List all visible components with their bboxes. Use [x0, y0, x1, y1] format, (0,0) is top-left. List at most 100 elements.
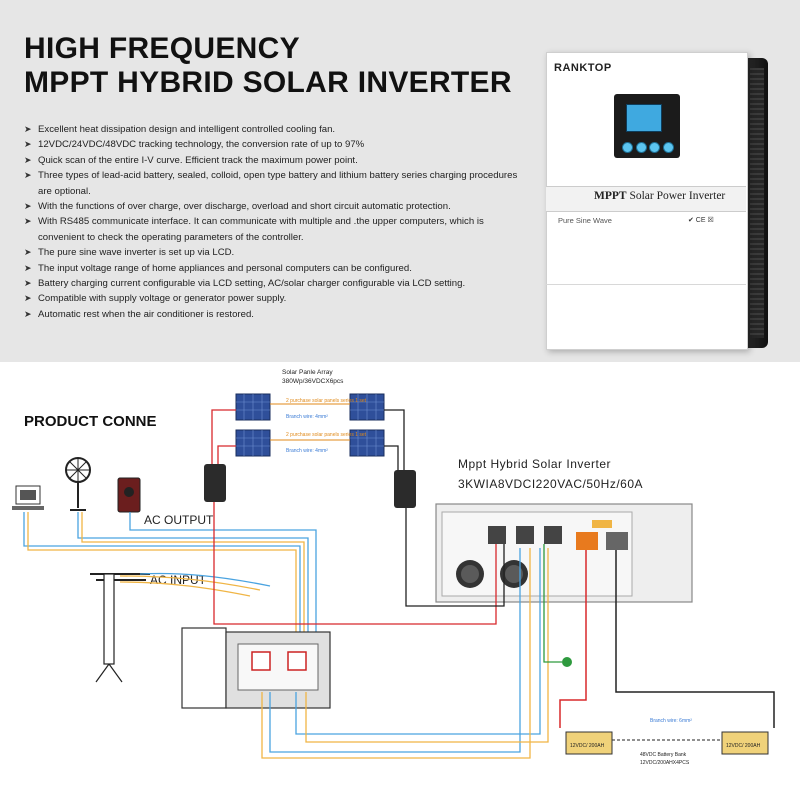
breaker-switch-icon [287, 651, 307, 671]
ac-input-wire-yellow [119, 575, 261, 597]
ac-output-wire-blue [23, 512, 317, 644]
ground-wire [543, 544, 562, 663]
feature-text: The input voltage range of home applianc… [38, 262, 412, 274]
battery-bank-label-1: 48VDC Battery Bank [640, 752, 687, 758]
feature-item: ➤ 12VDC/24VDC/48VDC tracking technology, … [24, 137, 529, 152]
title-line-2: MPPT HYBRID SOLAR INVERTER [24, 66, 512, 99]
series-note-1: 2 purchase solar panels series 1 set [286, 398, 367, 404]
feature-item: ➤ Compatible with supply voltage or gener… [24, 291, 529, 306]
ac-output-wire-yellow [27, 512, 305, 652]
battery-negative-wire [615, 550, 775, 728]
feature-item: ➤ The input voltage range of home applian… [24, 261, 529, 276]
array-label-1: Solar Panle Array [282, 369, 333, 376]
battery-branch-wire: Branch wire: 6mm² [650, 718, 692, 724]
battery-terminal-icon [606, 532, 628, 550]
panel-grid-lines [236, 394, 384, 456]
panel-button-icon [662, 142, 674, 153]
box-door [181, 627, 227, 709]
feature-text: Automatic rest when the air conditioner … [38, 308, 254, 320]
computer-keyboard [12, 506, 44, 510]
ac-output-label: AC OUTPUT [144, 513, 214, 527]
feature-text: Excellent heat dissipation design and in… [38, 124, 336, 135]
diagram-heading: PRODUCT CONNE [24, 413, 157, 430]
feature-item: ➤Battery charging current configurable v… [24, 276, 529, 291]
inverter-heatsink [746, 58, 768, 348]
grid-wire-yellow [261, 548, 549, 759]
arrow-bullet-icon: ➤ [24, 139, 32, 150]
terminal-block-icon [516, 526, 534, 544]
pv-negative-wire [405, 508, 505, 607]
device-subtitle: Pure Sine Wave [558, 216, 612, 225]
panel-button-icon [649, 142, 661, 153]
panel-button-icon [622, 142, 633, 153]
terminal-block-icon [544, 526, 562, 544]
ground-icon [562, 657, 572, 667]
arrow-bullet-icon: ➤ [24, 154, 32, 165]
grid-wire-blue [269, 548, 541, 753]
feature-item: ➤ Three types of lead-acid battery, seale… [24, 168, 529, 199]
header-section: HIGH FREQUENCY MPPT HYBRID SOLAR INVERTE… [0, 0, 800, 362]
fan-hub [505, 565, 523, 583]
mc4-connector-icon [204, 464, 226, 502]
feature-text: 12VDC/24VDC/48VDC tracking technology, t… [38, 139, 365, 151]
battery-left-label: 12VDC/ 200AH [570, 743, 605, 749]
ac-input-wire-blue [139, 572, 271, 587]
battery-icon [565, 731, 613, 755]
mc4-connector-icon [394, 470, 416, 508]
certification-marks: ✔ CE ☒ [688, 217, 714, 224]
inverter-title: Mppt Hybrid Solar Inverter [458, 457, 611, 471]
breaker-switch-icon [251, 651, 271, 671]
feature-item: ➤Quick scan of the entire I-V curve. Eff… [24, 153, 529, 168]
connection-diagram: PRODUCT CONNE Solar Panle Array 380Wp/36… [0, 362, 800, 800]
arrow-bullet-icon: ➤ [24, 308, 32, 319]
control-buttons [622, 142, 674, 153]
arrow-bullet-icon: ➤ [24, 216, 32, 227]
inverter-rear-view [435, 503, 693, 603]
feature-text: With the functions of over charge, over … [38, 201, 451, 213]
feature-text: The pure sine wave inverter is set up vi… [38, 247, 235, 259]
feature-text: Three types of lead-acid battery, sealed… [38, 170, 518, 197]
battery-right-label: 12VDC/ 200AH [726, 743, 761, 749]
distribution-box [181, 627, 331, 709]
battery-terminal-icon [576, 532, 598, 550]
panel-button-icon [635, 142, 647, 153]
feature-item: ➤ Automatic rest when the air conditioner… [24, 307, 529, 322]
computer-screen [20, 490, 36, 500]
fan-hub [461, 565, 479, 583]
appliances [12, 457, 141, 513]
arrow-bullet-icon: ➤ [24, 247, 32, 258]
panel-divider [546, 284, 746, 285]
device-name-rest: Solar Power Inverter [626, 190, 726, 202]
feature-item: ➤ The pure sine wave inverter is set up v… [24, 245, 529, 260]
page-title: HIGH FREQUENCY MPPT HYBRID SOLAR INVERTE… [24, 32, 512, 100]
arrow-bullet-icon: ➤ [24, 124, 32, 134]
inverter-spec: 3KWIA8VDCI220VAC/50Hz/60A [458, 477, 643, 491]
utility-pole-icon [90, 573, 150, 683]
wiring-diagram-svg: PRODUCT CONNE Solar Panle Array 380Wp/36… [12, 369, 775, 766]
battery-positive-wire [559, 550, 587, 728]
battery-bank-label-2: 12VDC/200AHX4PCS [640, 760, 690, 766]
feature-item: ➤ With RS485 communicate interface. It ca… [24, 214, 529, 245]
inverter-product-image: RANKTOP MPPT Solar Power Inverter Pure S… [540, 52, 770, 352]
feature-text: With RS485 communicate interface. It can… [38, 216, 484, 243]
pv-positive-wire [213, 502, 497, 625]
arrow-bullet-icon: ➤ [24, 201, 32, 212]
lcd-screen [626, 104, 662, 132]
panel-series-wire [270, 403, 350, 441]
feature-text: Compatible with supply voltage or genera… [38, 293, 287, 305]
feature-text: Battery charging current configurable vi… [38, 278, 466, 290]
array-label-2: 380Wp/36VDCX6pcs [282, 378, 344, 385]
arrow-bullet-icon: ➤ [24, 170, 32, 181]
title-line-1: HIGH FREQUENCY [24, 32, 300, 65]
arrow-bullet-icon: ➤ [24, 293, 32, 304]
series-note-2: 2 purchase solar panels series 1 set [286, 432, 367, 438]
arrow-bullet-icon: ➤ [24, 262, 32, 273]
array-positive-wire [211, 409, 236, 464]
speaker-cone [124, 487, 134, 497]
battery-icon [721, 731, 769, 755]
breaker-switch-icon [592, 520, 612, 528]
array-negative-wire [384, 409, 405, 470]
terminal-block-icon [488, 526, 506, 544]
feature-item: ➤ With the functions of over charge, over… [24, 199, 529, 214]
branch-wire-2: Branch wire: 4mm² [286, 448, 328, 454]
